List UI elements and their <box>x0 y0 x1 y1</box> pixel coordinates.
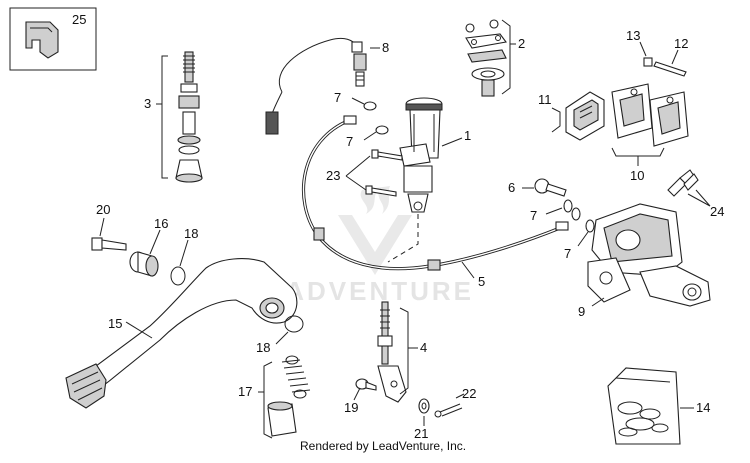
part-19-clevis-pin[interactable] <box>355 378 377 391</box>
callout-16: 16 <box>154 216 168 231</box>
part-1-master-cylinder[interactable] <box>399 97 443 213</box>
part-8-brake-light-switch[interactable] <box>265 37 367 135</box>
callout-1: 1 <box>464 128 471 143</box>
part-17-return-spring[interactable] <box>267 355 311 437</box>
callout-13: 13 <box>626 28 640 43</box>
callout-25: 25 <box>72 12 86 27</box>
part-18-o-ring-lower[interactable] <box>284 315 304 333</box>
part-7-washer-caliper-a[interactable] <box>563 199 581 221</box>
part-23-bolts[interactable] <box>365 149 403 197</box>
callout-7-upper-b: 7 <box>346 134 353 149</box>
part-6-banjo-bolt[interactable] <box>534 178 567 197</box>
callout-7-caliper-b: 7 <box>564 246 571 261</box>
callout-9: 9 <box>578 304 585 319</box>
part-3-piston-kit[interactable] <box>175 51 203 183</box>
callout-14: 14 <box>696 400 710 415</box>
callout-24: 24 <box>710 204 724 219</box>
callout-18-lower: 18 <box>256 340 270 355</box>
part-13-pin-plug[interactable] <box>643 57 653 67</box>
part-16-bushing[interactable] <box>129 251 159 277</box>
callout-6: 6 <box>508 180 515 195</box>
callout-15: 15 <box>108 316 122 331</box>
part-12-pad-pin[interactable] <box>653 61 687 77</box>
part-9-brake-caliper[interactable] <box>587 203 711 307</box>
callout-22: 22 <box>462 386 476 401</box>
callout-5: 5 <box>478 274 485 289</box>
part-10-brake-pads[interactable] <box>611 83 689 147</box>
part-15-brake-pedal[interactable] <box>65 258 298 409</box>
part-2-reservoir-cap[interactable] <box>465 19 507 97</box>
render-credit: Rendered by LeadVenture, Inc. <box>300 439 466 453</box>
callout-3: 3 <box>144 96 151 111</box>
part-7-washer-upper-a[interactable] <box>363 101 377 111</box>
callout-21: 21 <box>414 426 428 441</box>
part-4-push-rod[interactable] <box>377 301 407 403</box>
part-7-washer-caliper-b[interactable] <box>585 219 595 233</box>
part-25-clip-box[interactable] <box>9 7 97 71</box>
callout-11: 11 <box>538 92 552 107</box>
part-18-o-ring-upper[interactable] <box>170 266 186 286</box>
part-22-cotter-pin[interactable] <box>434 403 463 418</box>
callout-2: 2 <box>518 36 525 51</box>
part-24-bleed-screws[interactable] <box>667 169 699 197</box>
part-7-washer-upper-b[interactable] <box>375 125 389 135</box>
callout-12: 12 <box>674 36 688 51</box>
part-14-seal-kit[interactable] <box>607 367 681 445</box>
callout-4: 4 <box>420 340 427 355</box>
callout-20: 20 <box>96 202 110 217</box>
callout-18-upper: 18 <box>184 226 198 241</box>
part-21-washer[interactable] <box>418 398 430 414</box>
callout-10: 10 <box>630 168 644 183</box>
callout-19: 19 <box>344 400 358 415</box>
callout-7-upper-a: 7 <box>334 90 341 105</box>
callout-17: 17 <box>238 384 252 399</box>
callout-7-caliper-a: 7 <box>530 208 537 223</box>
part-5-brake-hose[interactable] <box>301 115 569 271</box>
callout-23: 23 <box>326 168 340 183</box>
callout-8: 8 <box>382 40 389 55</box>
part-11-pad-spring[interactable] <box>565 91 605 141</box>
part-20-pivot-bolt[interactable] <box>91 237 127 251</box>
